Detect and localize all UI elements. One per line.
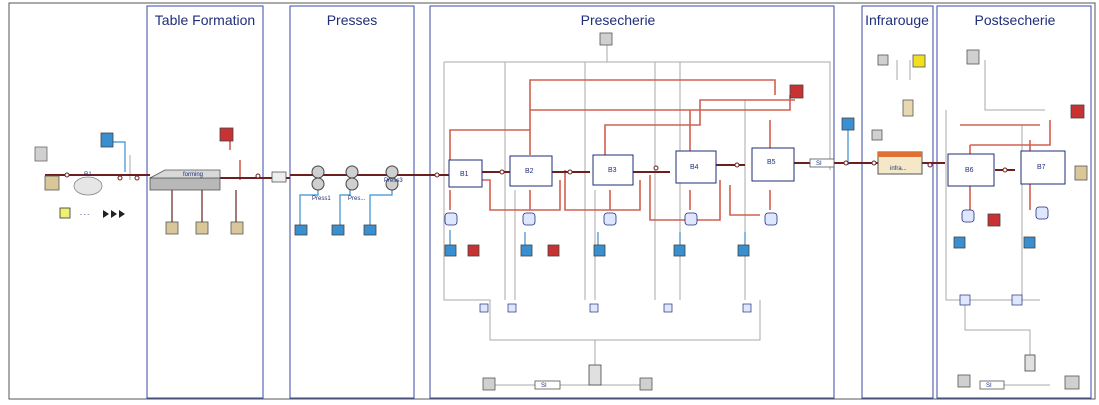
tan-tank-icon [165, 221, 179, 235]
grey-tank-icon [871, 129, 883, 141]
sensor-si-1-label: SI [541, 383, 547, 389]
press2-label: Pres... [348, 196, 366, 202]
blue-tank-icon [673, 244, 686, 257]
sensor-si-2[interactable]: SI [809, 158, 835, 168]
b7-label: B7 [1037, 164, 1046, 171]
blue-tank-icon [953, 236, 966, 249]
dryer-block-b2[interactable]: B2 [509, 155, 553, 187]
b5-label: B5 [767, 159, 776, 166]
dryer-block-b6[interactable]: B6 [947, 153, 995, 187]
dashes-label: - - - [80, 212, 89, 218]
grey-tank-icon [639, 377, 653, 391]
controller-icon [59, 207, 71, 219]
post-heat-exchangers [961, 206, 1049, 223]
blue-tank-icon [100, 132, 114, 148]
dryer-block-b1[interactable]: B1 [448, 159, 483, 188]
red-tank-icon [467, 244, 480, 257]
yellow-tank-icon [912, 54, 926, 68]
blue-tank-icon [593, 244, 606, 257]
sensor-si-3[interactable]: SI [979, 380, 1005, 390]
tan-tank-icon [1074, 165, 1088, 181]
pumps [479, 303, 752, 313]
red-tank-icon [789, 84, 804, 99]
grey-tank-icon [599, 32, 613, 46]
connection-nodes [64, 160, 1008, 181]
red-tank-icon [987, 213, 1001, 227]
b6-label: B6 [965, 167, 974, 174]
r1-label: R1 [84, 172, 92, 178]
filter-icon [588, 364, 602, 386]
sensor-si-1[interactable]: SI [534, 380, 561, 390]
pump-icon [959, 294, 971, 306]
b2-label: B2 [525, 168, 534, 175]
press1-label: Press1 [312, 196, 331, 202]
section-presses[interactable]: Presses [289, 5, 415, 399]
b1-label: B1 [460, 171, 469, 178]
outer-frame [8, 2, 1096, 400]
section-title-table-formation: Table Formation [155, 12, 255, 28]
section-title-postsecherie: Postsecherie [975, 12, 1056, 28]
blue-tank-icon [331, 224, 345, 236]
burner-icon [902, 99, 914, 117]
dryer-block-b3[interactable]: B3 [592, 154, 634, 186]
grey-tank-icon [877, 54, 889, 66]
play-arrow-icon [103, 210, 109, 218]
heat-exchangers [444, 212, 778, 226]
signal-lines [129, 45, 1050, 386]
b3-label: B3 [608, 167, 617, 174]
pump-icon [1011, 294, 1023, 306]
blue-tank-icon [444, 244, 457, 257]
section-postsecherie[interactable]: Postsecherie [936, 5, 1092, 399]
forming-unit[interactable]: forming [149, 169, 221, 191]
grey-tank-icon [1064, 375, 1080, 390]
forming-label: forming [183, 172, 203, 178]
grey-tank-icon [957, 374, 971, 388]
section-infrarouge[interactable]: Infrarouge [861, 5, 934, 399]
dryer-block-b5[interactable]: B5 [751, 147, 795, 182]
press-3[interactable]: Press3 [384, 165, 403, 191]
tan-tank-icon [44, 175, 60, 191]
valve-icon [271, 171, 287, 183]
press-2[interactable]: Pres... [345, 165, 366, 202]
dryer-block-b7[interactable]: B7 [1020, 150, 1066, 185]
filter-icon [1024, 354, 1036, 372]
sensor-si-3-label: SI [986, 383, 992, 389]
inlet-area[interactable]: R1 - - - [34, 132, 125, 219]
section-title-presecherie: Presecherie [581, 12, 656, 28]
forming-drains [171, 190, 237, 222]
tan-tank-icon [230, 221, 244, 235]
section-table-formation[interactable]: Table Formation [146, 5, 264, 399]
infra-label: infra... [890, 166, 907, 172]
infrared-dryer[interactable]: infra... [877, 151, 923, 175]
section-title-presses: Presses [327, 12, 378, 28]
press3-label: Press3 [384, 178, 403, 184]
tan-tank-icon [195, 221, 209, 235]
red-tank-icon [1070, 104, 1085, 119]
play-arrow-icon [111, 210, 117, 218]
red-tank-icon [219, 127, 234, 142]
blue-tank-icon [520, 244, 533, 257]
press-1[interactable]: Press1 [311, 165, 331, 202]
blue-tank-icon [363, 224, 377, 236]
grey-box-icon [34, 146, 48, 162]
r1-mixer-icon [73, 176, 103, 196]
blue-tank-icon [1023, 236, 1036, 249]
blue-tank-icon [841, 117, 855, 131]
grey-tank-icon [966, 49, 980, 65]
play-arrow-icon [119, 210, 125, 218]
blue-tank-icon [294, 224, 308, 236]
grey-tank-icon [482, 377, 496, 391]
blue-tank-icon [737, 244, 750, 257]
presecherie-tanks [444, 244, 750, 257]
sensor-si-2-label: SI [816, 161, 822, 167]
section-presecherie[interactable]: Presecherie [429, 5, 835, 399]
section-title-infrarouge: Infrarouge [865, 12, 929, 28]
red-tank-icon [547, 244, 560, 257]
b4-label: B4 [690, 164, 699, 171]
dryer-block-b4[interactable]: B4 [675, 150, 717, 184]
